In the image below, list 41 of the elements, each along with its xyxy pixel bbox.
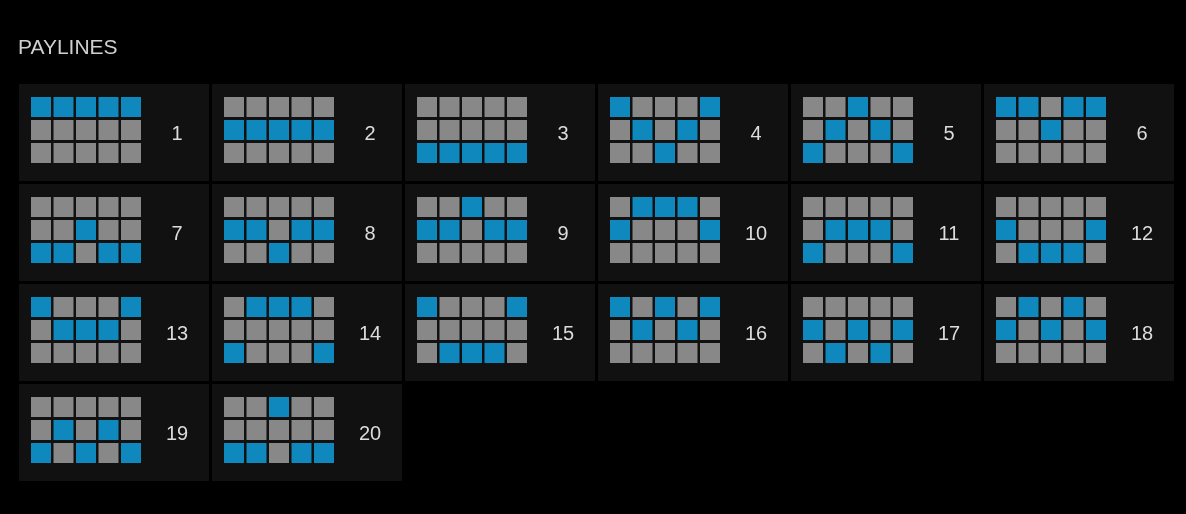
payline-tile xyxy=(984,284,1174,381)
payline-number: 18 xyxy=(1130,320,1154,345)
payline-number: 13 xyxy=(165,320,189,345)
payline-number: 16 xyxy=(744,320,768,345)
title: PAYLINES xyxy=(18,34,118,60)
payline-number: 6 xyxy=(1136,120,1148,145)
payline-tile xyxy=(19,184,209,281)
payline-number: 10 xyxy=(744,220,768,245)
payline-tile xyxy=(19,84,209,181)
payline-number: 7 xyxy=(171,220,183,245)
payline-tile xyxy=(19,284,209,381)
payline-number: 15 xyxy=(551,320,575,345)
payline-tile xyxy=(984,184,1174,281)
payline-number: 14 xyxy=(358,320,382,345)
payline-tile xyxy=(598,184,788,281)
payline-number: 3 xyxy=(557,120,569,145)
payline-tile xyxy=(791,284,981,381)
payline-number: 19 xyxy=(165,420,189,445)
payline-number: 11 xyxy=(938,220,960,245)
payline-tile xyxy=(984,84,1174,181)
payline-number: 1 xyxy=(171,120,183,145)
payline-tile xyxy=(405,184,595,281)
payline-tile xyxy=(405,284,595,381)
payline-tile xyxy=(598,284,788,381)
payline-tile xyxy=(405,84,595,181)
payline-tile xyxy=(598,84,788,181)
payline-number: 20 xyxy=(358,420,382,445)
payline-number: 2 xyxy=(364,120,376,145)
payline-tile xyxy=(212,184,402,281)
payline-number: 5 xyxy=(943,120,955,145)
payline-tile xyxy=(19,384,209,481)
payline-tile xyxy=(791,184,981,281)
payline-number: 8 xyxy=(364,220,376,245)
payline-number: 17 xyxy=(937,320,961,345)
payline-number: 12 xyxy=(1130,220,1154,245)
payline-tile xyxy=(212,384,402,481)
payline-tile xyxy=(212,284,402,381)
payline-tile xyxy=(212,84,402,181)
payline-number: 4 xyxy=(750,120,762,145)
payline-tile xyxy=(791,84,981,181)
payline-number: 9 xyxy=(557,220,569,245)
